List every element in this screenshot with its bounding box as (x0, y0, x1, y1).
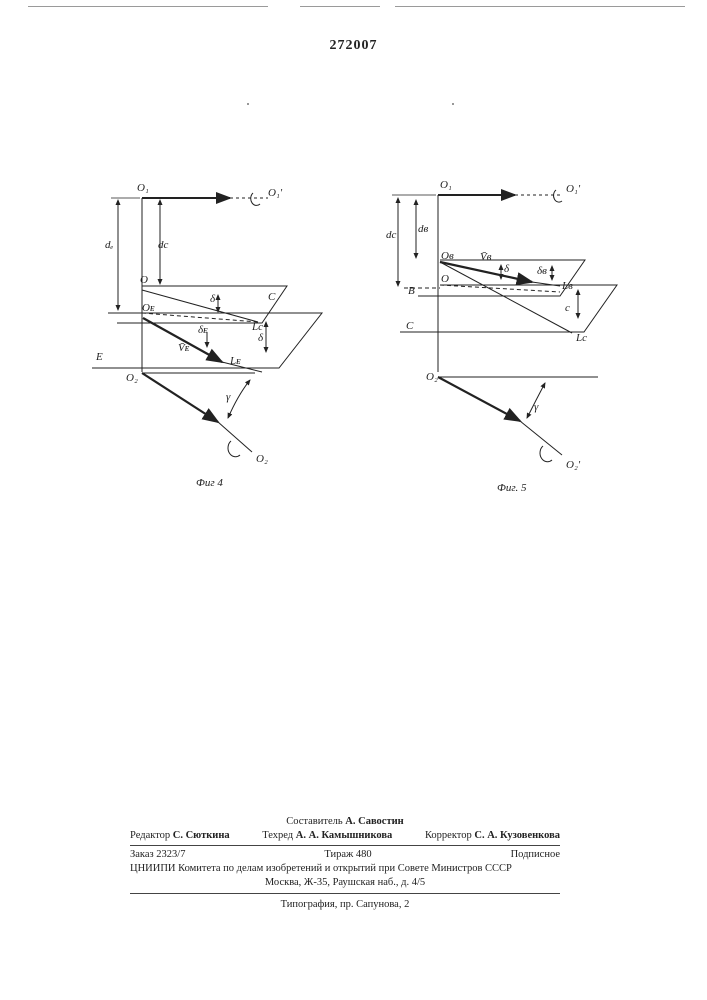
vector-o2 (438, 377, 520, 421)
divider (130, 893, 560, 894)
label-db: dв (418, 223, 429, 235)
label-gamma: γ (534, 401, 539, 413)
label-lc: Lc (575, 332, 587, 344)
label-o1p: O₁′ (566, 183, 581, 195)
order: Заказ 2323/7 (130, 848, 185, 862)
label-o2: O₂ (426, 371, 438, 383)
address: Москва, Ж-35, Раушская наб., д. 4/5 (130, 876, 560, 890)
corrector: Корректор С. А. Кузовенкова (425, 829, 560, 843)
printing-house: Типография, пр. Сапунова, 2 (130, 898, 560, 912)
divider (130, 845, 560, 846)
editor: Редактор С. Сюткина (130, 829, 230, 843)
label-o2p: O₂′ (566, 459, 581, 471)
label-c: C (406, 320, 414, 332)
order-line: Заказ 2323/7 Тираж 480 Подписное (130, 848, 560, 862)
org-line: ЦНИИПИ Комитета по делам изобретений и о… (130, 862, 560, 876)
label-delta-c: c (565, 302, 570, 314)
editor-name: С. Сюткина (173, 830, 230, 841)
colophon: Составитель А. Савостин Редактор С. Сютк… (130, 815, 560, 912)
vector-vb (440, 262, 532, 282)
staff-line: Редактор С. Сюткина Техред А. А. Камышни… (130, 829, 560, 843)
techred: Техред А. А. Камышникова (262, 829, 392, 843)
line-o2 (520, 421, 562, 455)
compiler-label: Составитель (286, 816, 342, 827)
corrector-label: Корректор (425, 830, 472, 841)
rotation-arc-top (554, 190, 562, 202)
label-o1: O₁ (440, 179, 452, 191)
label-dc: dc (386, 229, 397, 241)
label-lb: Lв (561, 280, 573, 292)
label-b: B (408, 285, 415, 297)
rotation-arc-bottom (540, 446, 552, 462)
compiler-name: А. Савостин (345, 816, 403, 827)
label-ob: Oв (441, 250, 454, 262)
techred-name: А. А. Камышникова (296, 830, 393, 841)
figure-5-caption: Фиг. 5 (497, 482, 527, 494)
circulation: Тираж 480 (324, 848, 371, 862)
label-vb: V̄в (480, 251, 492, 263)
plane-c (400, 285, 617, 332)
compiler-line: Составитель А. Савостин (130, 815, 560, 829)
label-delta-b: δв (537, 265, 547, 277)
editor-label: Редактор (130, 830, 170, 841)
techred-label: Техред (262, 830, 293, 841)
corrector-name: С. А. Кузовенкова (474, 830, 560, 841)
figure-5: O₁ O₁′ dc dв Oв V̄в δ δв Lв B O C c Lc O… (0, 0, 707, 520)
label-o: O (441, 273, 449, 285)
subscription: Подписное (511, 848, 560, 862)
label-delta: δ (504, 263, 510, 275)
